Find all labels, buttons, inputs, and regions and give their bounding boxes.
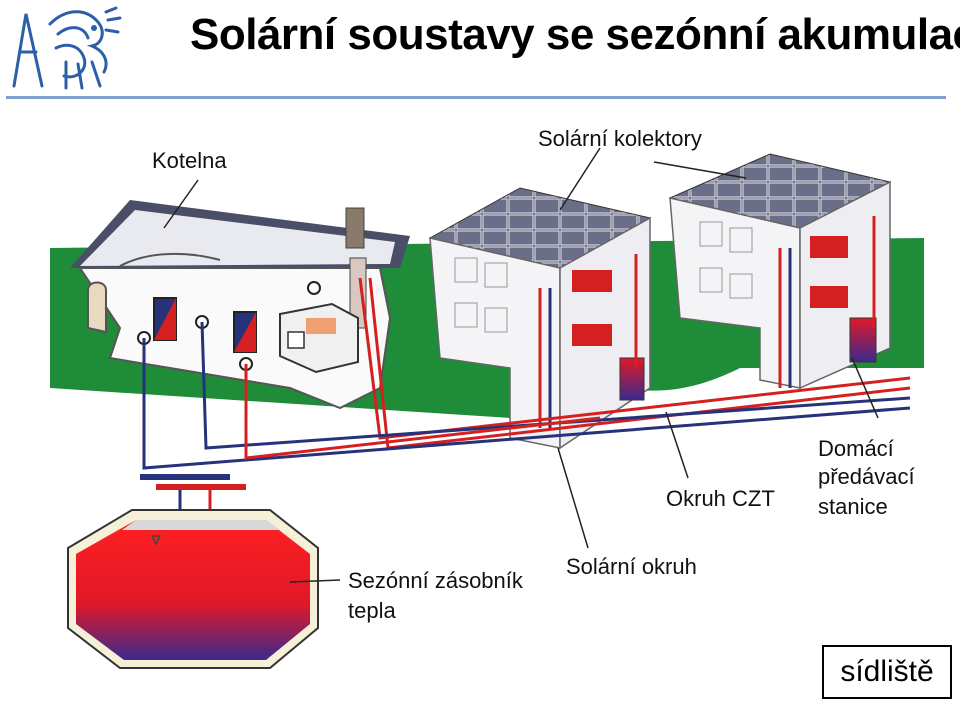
label-solar-loop: Solární okruh [566,554,697,579]
label-storage-line1: Sezónní zásobník [348,568,524,593]
seasonal-storage-tank [68,510,318,668]
settlement-tag: sídliště [822,645,952,699]
page-title: Solární soustavy se sezónní akumulací [190,10,960,60]
slide-header: Solární soustavy se sezónní akumulací [0,0,960,100]
manifold-blue [140,474,230,480]
header-divider [6,96,946,99]
label-substations-line1: Domácí [818,436,894,461]
manifold-red [156,484,246,490]
label-storage-line2: tepla [348,598,396,623]
label-substations-line3: stanice [818,494,888,519]
label-solar-collectors: Solární kolektory [538,126,702,151]
university-lion-logo-icon [6,4,124,92]
label-substations-line2: předávací [818,464,915,489]
seasonal-storage-diagram: Kotelna Solární kolektory Domácí předáva… [40,118,924,705]
label-boiler-room: Kotelna [152,148,227,173]
label-czt-loop: Okruh CZT [666,486,775,511]
